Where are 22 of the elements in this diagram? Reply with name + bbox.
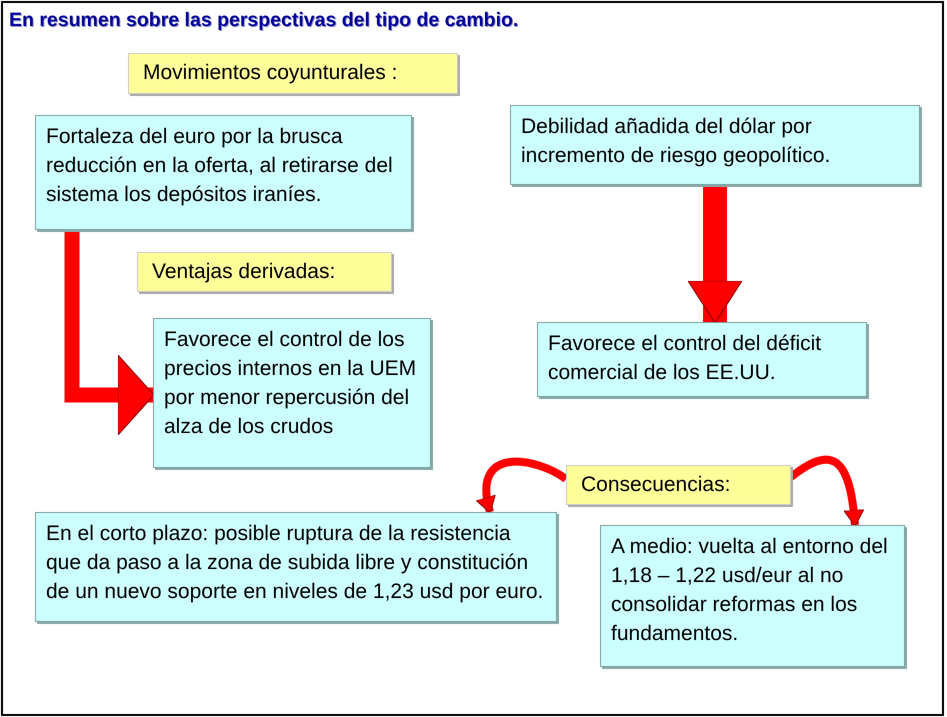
arrow	[688, 185, 742, 324]
box-text: A medio: vuelta al entorno del 1,18 – 1,22 usd/eur al no consolidar reformas en los fundamentos.	[611, 534, 889, 647]
heading-box	[566, 465, 791, 505]
text-box	[537, 322, 867, 397]
arrow	[64, 230, 154, 436]
heading-box	[137, 252, 392, 292]
box-text: Favorece el control de los precios internos en la UEM por menor repercusión del alza de los crudos	[164, 327, 418, 440]
text-box	[510, 105, 920, 185]
heading-text: Consecuencias:	[581, 472, 732, 498]
text-box	[35, 115, 412, 230]
box-text: Favorece el control del déficit comercial de los EE.UU.	[548, 331, 822, 386]
heading-box	[128, 53, 458, 94]
box-text: Fortaleza del euro por la brusca reducción en la oferta, al retirarse del sistema los depósitos iraníes.	[46, 124, 394, 208]
arrow	[476, 458, 568, 514]
slide-title: En resumen sobre las perspectivas del tipo de cambio.	[9, 9, 518, 32]
box-text: En el corto plazo: posible ruptura de la resistencia que da paso a la zona de subida libre y constitución de un nuevo soporte en niveles de 1,23 usd por euro.	[46, 521, 544, 605]
text-box	[600, 525, 905, 667]
text-box	[153, 318, 431, 468]
heading-text: Ventajas derivadas:	[152, 259, 336, 285]
box-text: Debilidad añadida del dólar por incremento de riesgo geopolítico.	[521, 114, 832, 169]
text-box	[35, 512, 557, 622]
heading-text: Movimientos coyunturales :	[143, 60, 398, 86]
